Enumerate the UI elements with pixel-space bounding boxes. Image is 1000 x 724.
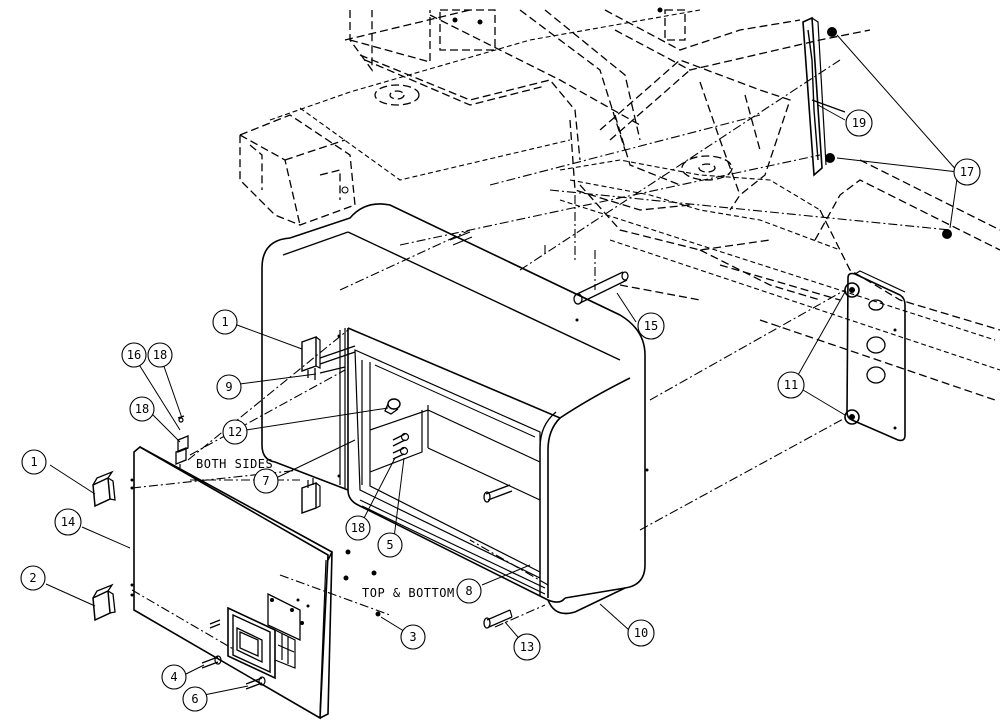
callout-19: 19 [845,109,873,137]
callout-18-upper: 18 [147,342,173,368]
pin-15 [449,231,629,305]
bumper-12 [384,398,401,415]
screw-6 [245,676,266,690]
svg-text:13: 13 [520,640,534,654]
svg-text:19: 19 [852,116,866,130]
callout-1-door: 1 [21,449,47,475]
screw-4 [201,655,222,669]
callout-6: 6 [182,686,208,712]
hinge-2-door [92,583,116,622]
screws-5 [392,432,410,460]
inner-bolt [483,484,513,503]
callout-11: 11 [777,371,805,399]
latch-6 [227,592,304,680]
bracket-19 [802,16,846,177]
svg-text:7: 7 [262,474,269,488]
callout-15: 15 [637,312,665,340]
box-body [261,203,649,615]
svg-text:17: 17 [960,165,974,179]
hinge-1-door [92,470,116,508]
note-both-sides: BOTH SIDES [196,457,273,471]
svg-text:8: 8 [465,584,472,598]
hinge-9 [301,336,356,380]
svg-text:3: 3 [409,630,416,644]
svg-text:16: 16 [127,348,141,362]
callout-9: 9 [216,374,242,400]
svg-text:2: 2 [29,571,36,585]
callout-17: 17 [953,158,981,186]
nuts-17 [825,27,952,239]
leader-lines [45,34,959,696]
frame-phantom [239,7,1000,401]
bolt-13 [483,609,513,629]
svg-text:18: 18 [135,402,149,416]
svg-text:5: 5 [386,538,393,552]
lower-box-hinge [301,478,321,514]
callout-10: 10 [627,619,655,647]
svg-text:14: 14 [61,515,75,529]
door-panel-14 [130,446,334,720]
svg-text:4: 4 [170,670,177,684]
callout-2: 2 [20,565,46,591]
svg-text:1: 1 [221,315,228,329]
screw-top [209,619,221,629]
svg-text:11: 11 [784,378,798,392]
callout-18-door: 18 [129,396,155,422]
svg-text:9: 9 [225,380,232,394]
callout-12: 12 [222,419,248,445]
callout-8: 8 [456,578,482,604]
callout-4: 4 [161,664,187,690]
svg-text:18: 18 [153,348,167,362]
callout-13: 13 [513,633,541,661]
callout-3: 3 [400,624,426,650]
svg-text:12: 12 [228,425,242,439]
fasteners-16-18 [175,415,381,617]
callout-1-upper: 1 [212,309,238,335]
callout-18-box: 18 [345,515,371,541]
svg-text:1: 1 [30,455,37,469]
callout-16: 16 [121,342,147,368]
callout-7: 7 [253,468,279,494]
callout-14: 14 [54,508,82,536]
svg-text:10: 10 [634,626,648,640]
note-top-bottom: TOP & BOTTOM [362,586,455,600]
svg-text:15: 15 [644,319,658,333]
callout-5: 5 [377,532,403,558]
svg-text:18: 18 [351,521,365,535]
mount-plate-11 [844,270,906,442]
svg-text:6: 6 [191,692,198,706]
